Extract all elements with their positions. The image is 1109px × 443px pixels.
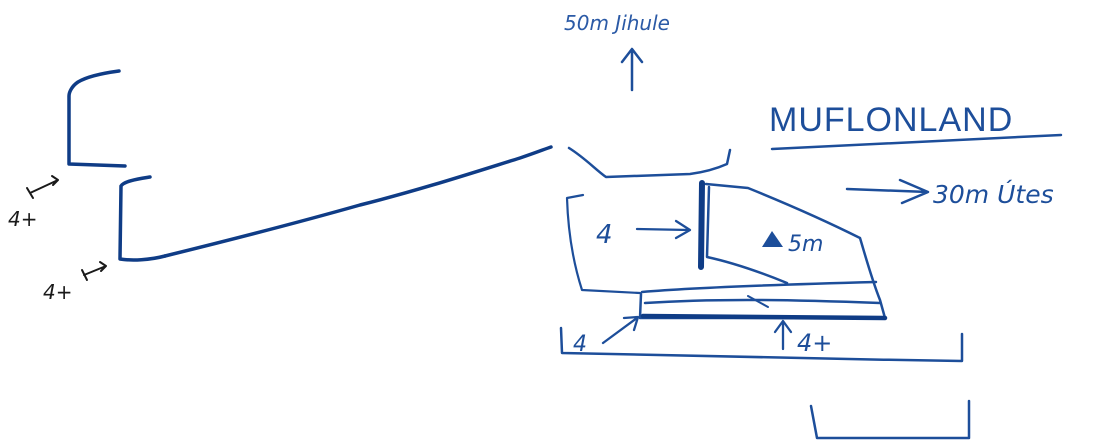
block-base-line (643, 316, 885, 318)
east-direction: 30m Útes (847, 179, 1054, 209)
east-arrow-icon (847, 180, 928, 203)
north-arrow-icon (622, 49, 642, 90)
north-direction: 50m Jihule (564, 11, 670, 90)
route-markers: 4+ 4+ (8, 176, 106, 304)
route-upper-grade: 4+ (8, 207, 37, 231)
bottom-right-grade-label: 4+ (797, 329, 832, 357)
bottom-right-grade-arrow-icon (775, 321, 791, 349)
north-label: 50m Jihule (564, 11, 670, 35)
block-left-wall (701, 183, 702, 267)
route-lower-grade: 4+ (43, 280, 72, 304)
map-title: MUFLONLAND (769, 101, 1013, 139)
title-block: MUFLONLAND (769, 101, 1061, 149)
bottom-left-grade-label: 4 (573, 332, 587, 357)
bottom-right-grade-annotation: 4+ (775, 321, 832, 357)
left-route-lines (69, 71, 551, 260)
long-ridge-line (165, 147, 551, 256)
left-grade-annotation: 4 (596, 220, 690, 250)
upper-marker-arrow (27, 176, 58, 198)
block-base-shelf (642, 282, 880, 303)
top-ledge-line (569, 148, 730, 177)
upper-bracket-line (69, 71, 125, 166)
left-grade-arrow-icon (637, 221, 690, 238)
bottom-left-grade-annotation: 4 (573, 317, 638, 357)
bottom-left-grade-arrow-icon (603, 317, 638, 343)
block-outline (640, 184, 885, 318)
lower-bracket-line (120, 177, 165, 260)
main-rock-block (640, 183, 885, 318)
block-left-wall-inner (707, 187, 787, 283)
summit-marker: 5m (762, 231, 823, 257)
block-height-label: 5m (788, 232, 823, 257)
east-label: 30m Útes (933, 179, 1054, 209)
lower-marker-arrow (82, 262, 106, 280)
bottom-trough-outline (811, 401, 969, 438)
block-crack-line (748, 296, 768, 307)
triangle-icon (762, 231, 783, 247)
left-grade-label: 4 (596, 220, 613, 250)
bottom-area-outline (561, 328, 962, 361)
